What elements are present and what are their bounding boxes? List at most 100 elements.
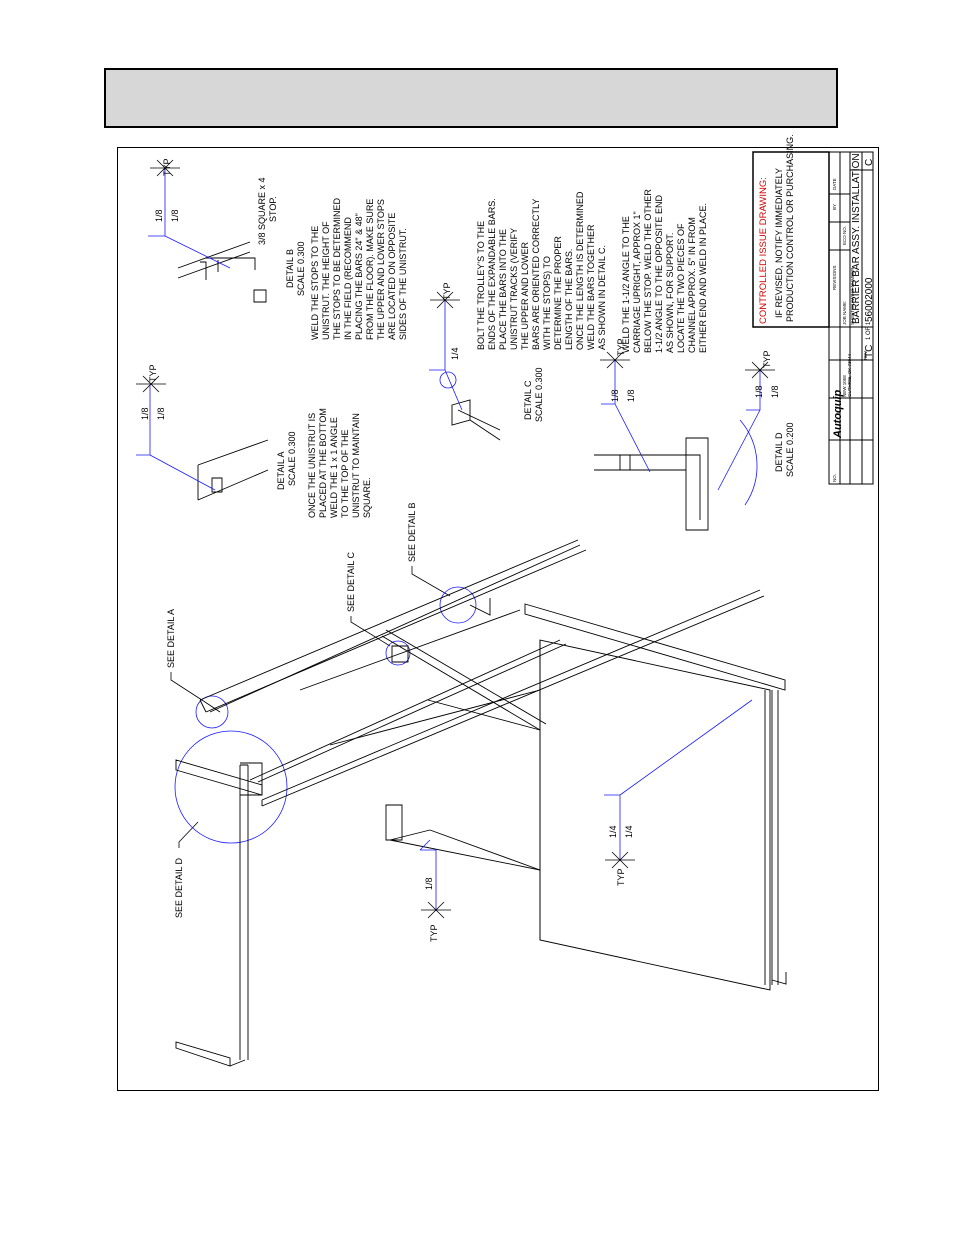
company-logo: Autoquip [832, 389, 844, 439]
see-detail-a-leader [170, 672, 206, 703]
stop-callout-line-1: 3/8 SQUARE x 4 [257, 177, 267, 245]
detail-d-title: DETAIL D [774, 432, 784, 472]
weld-typ-4: TYP [616, 338, 626, 356]
see-detail-b-leader [411, 566, 451, 597]
dwg-label: DRAWING NUMBER [850, 267, 855, 310]
detail-sketches [177, 241, 709, 531]
title-block-text: NO. REVISIONS BY DATE ECO NO. JOB NAME: … [832, 178, 868, 482]
controlled-prefix: CONTROLLED [758, 259, 769, 324]
weld-typ-1: TYP [162, 158, 172, 176]
detail-d-scale: SCALE 0.200 [785, 422, 795, 477]
see-detail-c-leader [350, 616, 391, 647]
detail-b-title: DETAIL B [285, 249, 295, 288]
controlled-line-2: PRODUCTION CONTROL OR PURCHASING. [785, 134, 795, 322]
sheet-label: SHEET [850, 310, 855, 325]
detail-d-line-7: CHANNEL APPROX. 5" IN FROM [687, 217, 697, 353]
detail-a-line-4: TO THE TOP OF THE [340, 429, 350, 518]
detail-c-title: DETAIL C [523, 380, 533, 420]
weld-size-7a: 1/4 [608, 825, 618, 838]
weld-size-1a: 1/8 [154, 209, 164, 222]
detail-b-line-8: ARE LOCATED ON OPPOSITE [387, 213, 397, 340]
detail-b-line-6: FROM THE FLOOR). MAKE SURE [365, 199, 375, 340]
see-detail-a-label: SEE DETAIL A [166, 609, 176, 668]
sheet-number: 1 OF 1 [866, 321, 872, 340]
detail-c-line-7: WITH THE STOPS) TO [542, 256, 552, 350]
col-revisions-label: REVISIONS [832, 265, 837, 290]
weld-leaders [136, 168, 761, 910]
detail-d-note: WELD THE 1-1/2 ANGLE TO THE CARRIAGE UPR… [621, 189, 795, 477]
controlled-suffix: ISSUE DRAWING: [758, 177, 769, 259]
see-detail-b-label: SEE DETAIL B [407, 502, 417, 562]
detail-c-line-10: ONCE THE LENGTH IS DETERMINED [575, 191, 585, 350]
detail-a-scale: SCALE 0.300 [287, 431, 297, 486]
detail-c-line-8: DETERMINE THE PROPER [553, 236, 563, 350]
drawing-frame [117, 147, 879, 1091]
col-by-label: BY [832, 204, 837, 210]
stop-callout-line-2: STOP. [268, 196, 278, 222]
weld-typ-2: TYP [148, 364, 158, 382]
drawn-by: TC [864, 345, 875, 358]
detail-b-circle [439, 586, 477, 624]
see-detail-callouts: SEE DETAIL A SEE DETAIL C SEE DETAIL B S… [166, 502, 451, 918]
weld-size-5a: 1/8 [754, 385, 764, 398]
detail-b-line-7: THE UPPER AND LOWER STOPS [376, 199, 386, 340]
detail-d-line-6: LOCATE THE TWO PIECES OF [676, 223, 686, 353]
detail-a-line-6: SQUARE. [362, 477, 372, 518]
weld-size-5b: 1/8 [770, 385, 780, 398]
weld-typ-3: TYP [442, 282, 452, 300]
detail-d-line-1: WELD THE 1-1/2 ANGLE TO THE [621, 216, 631, 353]
weld-size-7b: 1/4 [624, 825, 634, 838]
weld-size-4b: 1/8 [626, 389, 636, 402]
detail-d-arc [739, 419, 758, 506]
weld-size-1b: 1/8 [170, 209, 180, 222]
company-address-1: NEW 1058 [842, 375, 847, 397]
detail-a-circle [195, 695, 229, 729]
controlled-heading: CONTROLLED ISSUE DRAWING: [758, 177, 769, 324]
detail-b-line-5: PLACING THE BARS 24" & 48" [354, 213, 364, 340]
detail-c-line-9: LENGTH OF THE BARS. [564, 249, 574, 350]
col-eco-label: ECO NO. [842, 226, 847, 245]
detail-c-line-12: AS SHOWN IN DETAIL C. [597, 245, 607, 350]
detail-a-title: DETAIL A [276, 451, 286, 490]
job-name-label: JOB NAME: [842, 301, 847, 325]
page-header-band [104, 68, 838, 128]
detail-d-line-4: 1-1/2 ANGLE TO THE OPPOSITE END [654, 194, 664, 353]
detail-b-scale: SCALE 0.300 [296, 241, 306, 296]
detail-c-line-2: ENDS OF THE EXPANDABLE BARS. [487, 198, 497, 350]
company-address-2: GUTHRIE, OK 73044 [847, 353, 852, 397]
weld-size-2b: 1/8 [156, 407, 166, 420]
detail-d-line-8: EITHER END AND WELD IN PLACE. [698, 203, 708, 353]
rev-label: REV [863, 351, 868, 360]
weld-size-2a: 1/8 [140, 407, 150, 420]
detail-c-zoom-circle [439, 371, 457, 389]
detail-c-line-1: BOLT THE TROLLEY'S TO THE [476, 221, 486, 350]
detail-c-note: BOLT THE TROLLEY'S TO THE ENDS OF THE EX… [476, 191, 607, 422]
detail-c-line-5: THE UPPER AND LOWER [520, 241, 530, 350]
main-assembly [175, 539, 787, 1067]
weld-typ-6: TYP [429, 924, 439, 942]
detail-b-line-4: IN THE FIELD (RECOMMEND [343, 217, 353, 340]
col-date-label: DATE [832, 178, 837, 190]
weld-typ-5: TYP [762, 350, 772, 368]
detail-d-line-5: AS SHOWN, FOR SUPPORT. [665, 233, 675, 353]
detail-c-line-6: BARS ARE ORIENTED CORRECTLY [531, 199, 541, 350]
detail-b-line-3: THE STOPS TO BE DETERMINED [332, 197, 342, 340]
weld-size-3: 1/4 [450, 347, 460, 360]
detail-b-line-9: SIDES OF THE UNISTRUT. [398, 228, 408, 340]
weld-labels: TYP 1/8 1/8 TYP 1/8 1/8 TYP 1/4 TYP 1/8 … [140, 158, 780, 942]
detail-a-line-2: PLACED AT THE BOTTOM [318, 408, 328, 518]
see-detail-c-label: SEE DETAIL C [346, 551, 356, 612]
revision-letter: C [864, 159, 875, 166]
detail-d-circle [174, 730, 288, 844]
stop-callout: 3/8 SQUARE x 4 STOP. [257, 177, 278, 245]
detail-a-line-1: ONCE THE UNISTRUT IS [307, 413, 317, 518]
detail-a-line-3: WELD THE 1 x 1 ANGLE [329, 417, 339, 518]
weld-size-6: 1/8 [424, 877, 434, 890]
detail-c-line-4: UNISTRUT TRACKS (VERIFY [509, 228, 519, 350]
controlled-line-1: IF REVISED, NOTIFY IMMEDIATELY [774, 168, 784, 318]
detail-a-line-5: UNISTRUT TO MAINTAIN [351, 413, 361, 518]
weld-flags [136, 159, 775, 919]
see-detail-d-label: SEE DETAIL D [174, 857, 184, 918]
detail-c-line-11: WELD THE BARS TOGETHER [586, 224, 596, 350]
